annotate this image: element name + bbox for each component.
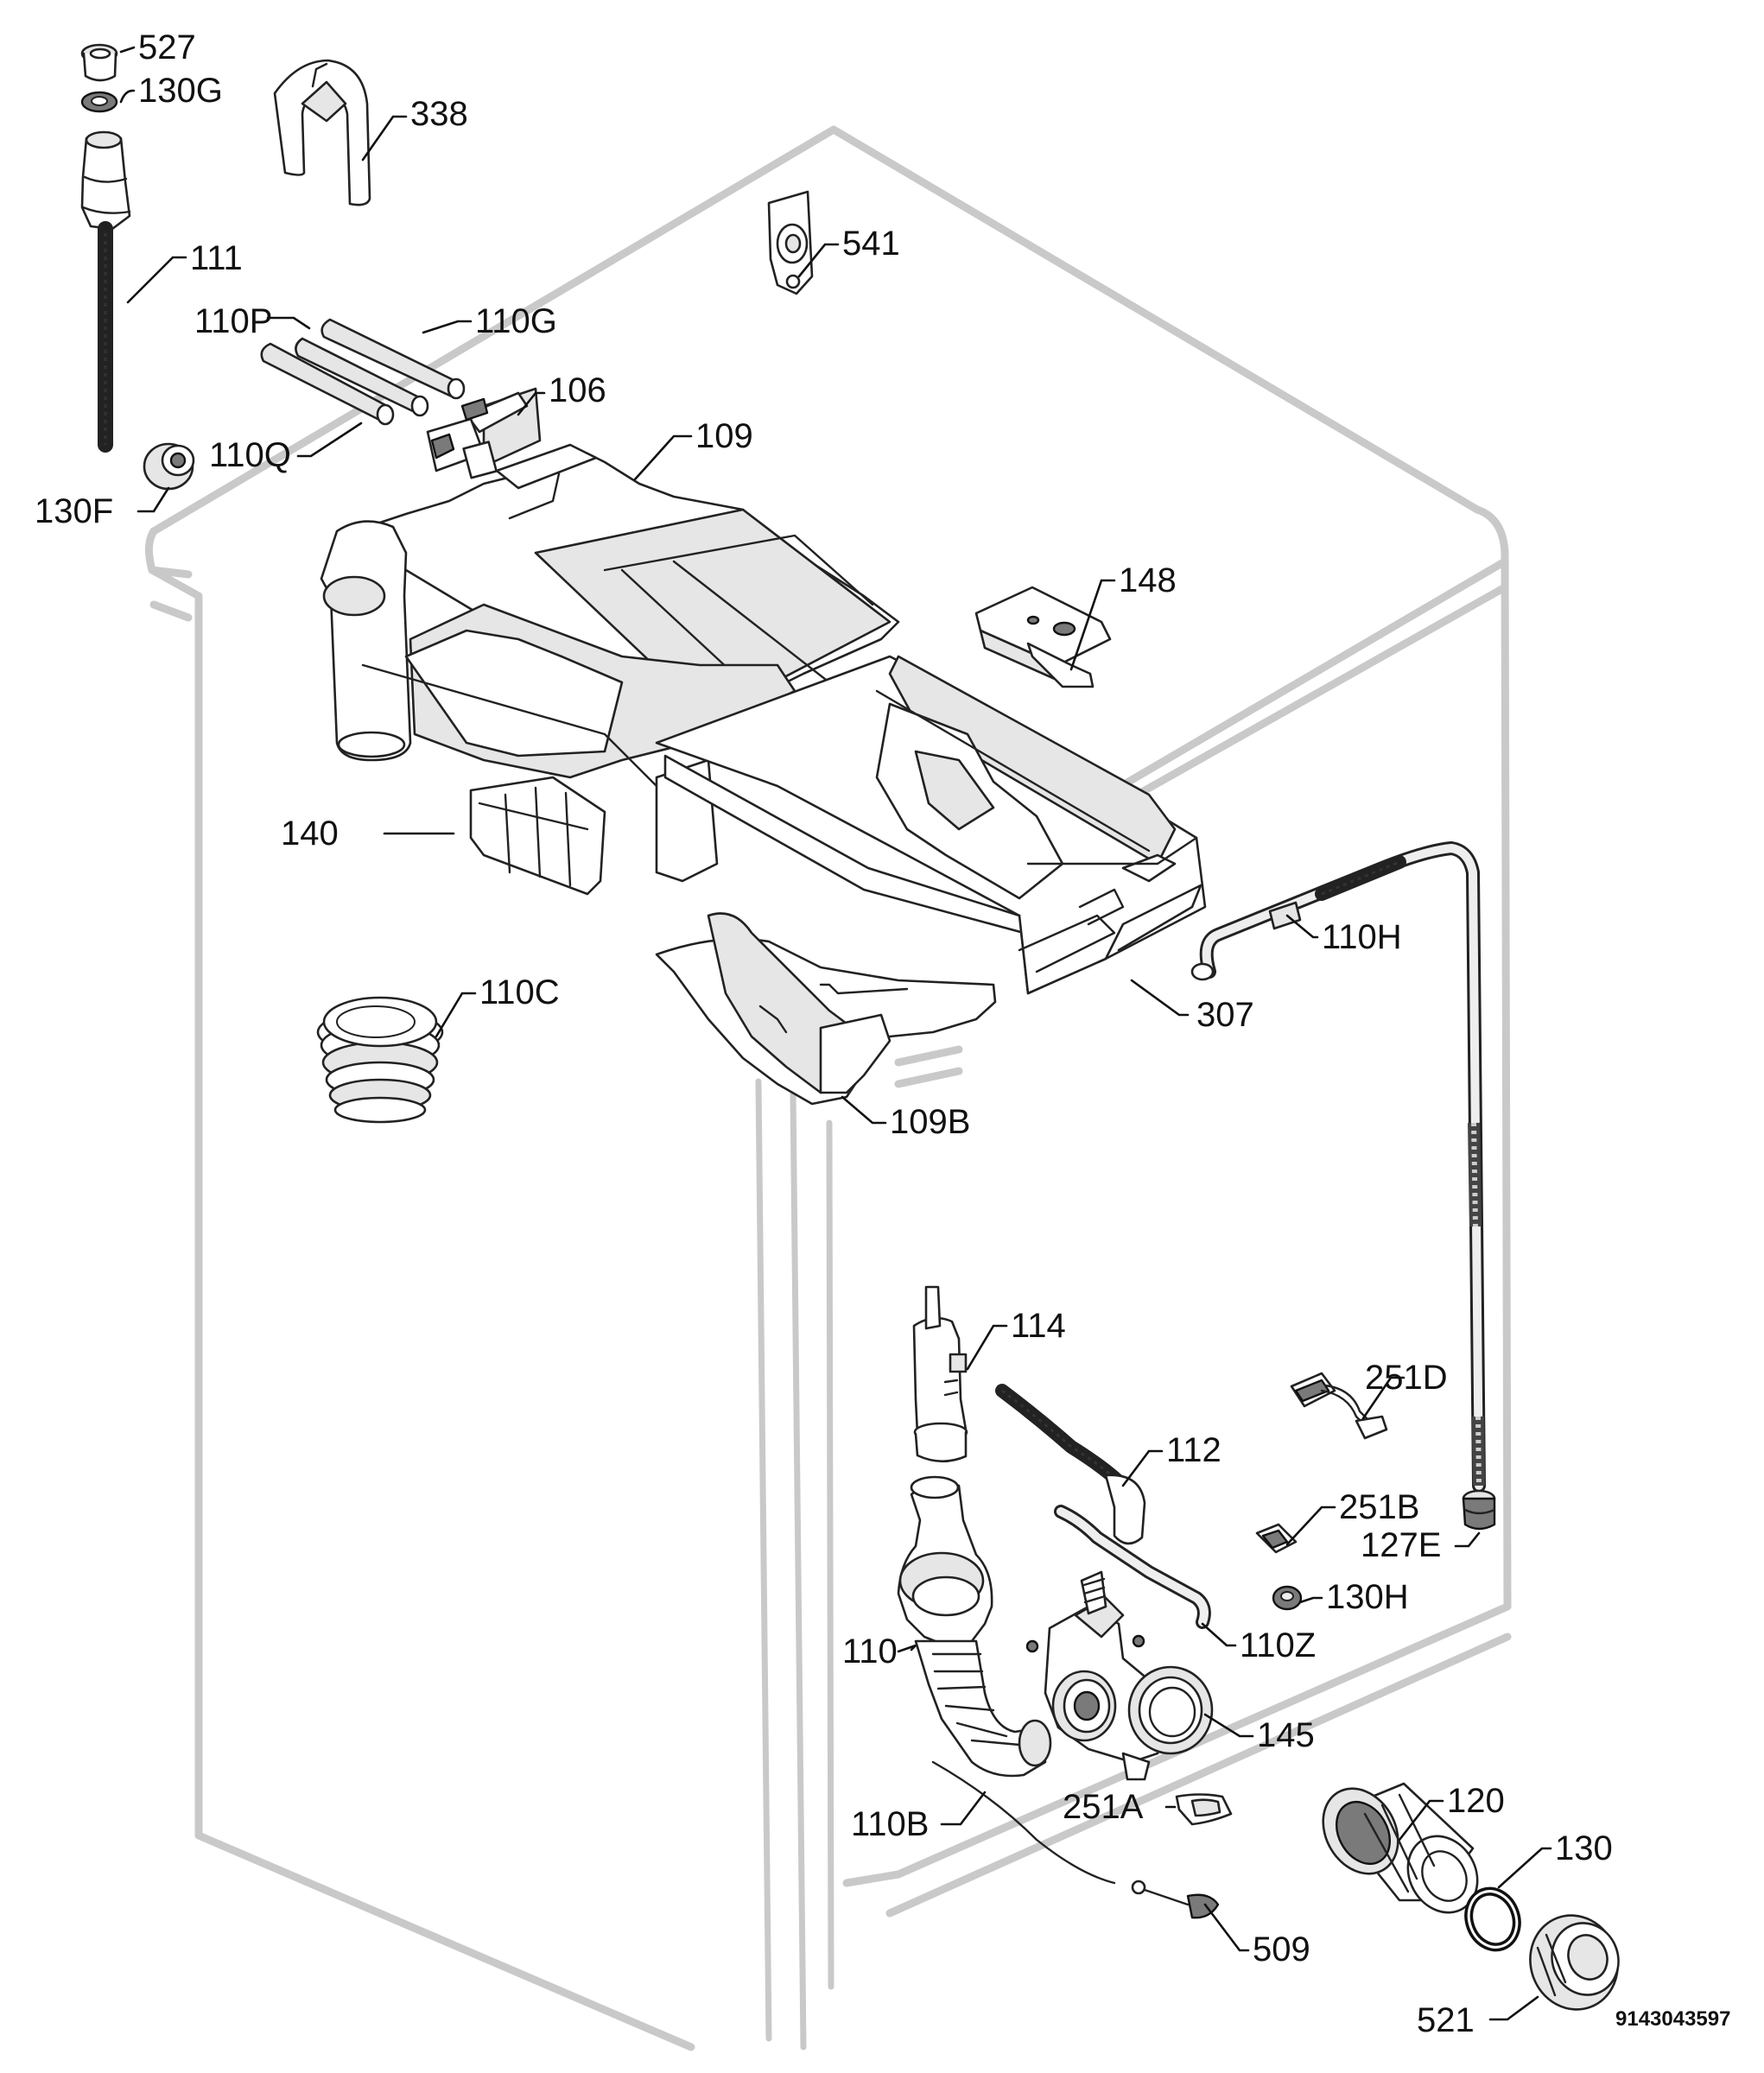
label-130: 130 bbox=[1555, 1829, 1613, 1867]
part-111-inlet-hose bbox=[80, 130, 131, 453]
part-110B-thin-hose bbox=[931, 1760, 1116, 1885]
part-130G-seal bbox=[80, 91, 118, 113]
label-251D: 251D bbox=[1365, 1359, 1448, 1397]
part-110PGQ-tubes bbox=[260, 318, 466, 426]
part-509-plug bbox=[1131, 1880, 1220, 1919]
part-130F-nut bbox=[143, 442, 195, 491]
label-110H: 110H bbox=[1322, 918, 1402, 956]
label-521: 521 bbox=[1417, 2001, 1475, 2039]
part-130-o-ring bbox=[1464, 1886, 1521, 1952]
part-251A-clip bbox=[1175, 1793, 1233, 1826]
label-120: 120 bbox=[1447, 1782, 1505, 1820]
part-110Z-hose bbox=[1054, 1505, 1211, 1629]
part-521-cap bbox=[1529, 1914, 1620, 2011]
label-110C: 110C bbox=[479, 973, 560, 1011]
label-251A: 251A bbox=[1063, 1788, 1144, 1826]
part-251B-sensor bbox=[1255, 1523, 1298, 1554]
part-109B-duct bbox=[655, 912, 997, 1106]
label-110Z: 110Z bbox=[1240, 1626, 1316, 1664]
part-110-sump-hose bbox=[897, 1475, 1052, 1778]
leader-lines bbox=[119, 46, 1552, 2021]
cabinet-outline bbox=[145, 125, 1512, 2051]
label-114: 114 bbox=[1011, 1307, 1066, 1345]
label-148: 148 bbox=[1119, 561, 1177, 599]
label-130G: 130G bbox=[138, 72, 223, 110]
label-109B: 109B bbox=[890, 1103, 970, 1141]
part-145-pump bbox=[1025, 1570, 1214, 1781]
label-140: 140 bbox=[281, 815, 339, 853]
part-527-cap bbox=[80, 43, 118, 82]
label-130F: 130F bbox=[35, 492, 113, 530]
label-145: 145 bbox=[1257, 1716, 1315, 1754]
label-112: 112 bbox=[1166, 1431, 1221, 1469]
part-110H-long-hose bbox=[1190, 841, 1486, 1493]
label-527: 527 bbox=[138, 29, 196, 67]
label-509: 509 bbox=[1253, 1930, 1310, 1968]
label-110: 110 bbox=[842, 1632, 898, 1670]
part-130H-ring bbox=[1272, 1585, 1303, 1611]
label-110G: 110G bbox=[475, 302, 557, 340]
part-106-valve bbox=[426, 387, 542, 479]
part-541-clip bbox=[767, 190, 814, 295]
part-114-tube bbox=[912, 1285, 968, 1463]
part-110C-bellows bbox=[316, 996, 444, 1124]
label-110P: 110P bbox=[194, 302, 272, 340]
label-109: 109 bbox=[695, 417, 753, 455]
label-110B: 110B bbox=[851, 1805, 929, 1843]
label-338: 338 bbox=[410, 95, 468, 133]
label-251B: 251B bbox=[1339, 1488, 1419, 1526]
part-112-corrugated-hose bbox=[995, 1384, 1146, 1545]
part-127E-fitting bbox=[1462, 1489, 1496, 1531]
drawing-number: 9143043597 bbox=[1615, 2007, 1730, 2031]
part-labels: 527 130G 338 111 541 110P 110G 106 110Q … bbox=[35, 29, 1730, 2039]
label-127E: 127E bbox=[1361, 1526, 1441, 1564]
label-110Q: 110Q bbox=[209, 436, 291, 474]
label-130H: 130H bbox=[1326, 1578, 1409, 1616]
part-307-drawer bbox=[655, 655, 1207, 995]
label-111: 111 bbox=[190, 239, 243, 277]
part-148-cover bbox=[974, 586, 1112, 688]
part-120-filter bbox=[1322, 1782, 1479, 1914]
label-541: 541 bbox=[842, 225, 900, 263]
label-307: 307 bbox=[1196, 996, 1254, 1034]
label-106: 106 bbox=[549, 371, 606, 409]
part-338-hose-guide bbox=[273, 59, 371, 206]
part-251D-sensor bbox=[1290, 1372, 1388, 1440]
